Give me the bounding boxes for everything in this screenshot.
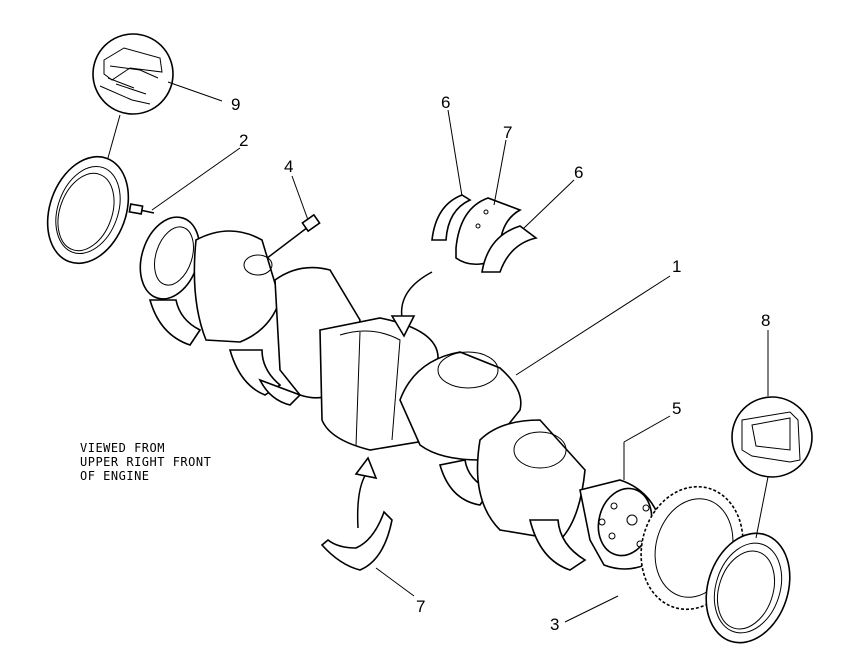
leader-lines [151,81,769,623]
arrow-up [354,456,378,529]
upper-bearing-set [431,194,538,273]
caption-line-3: OF ENGINE [80,469,150,483]
detail-circle-8 [731,396,813,539]
caption-line-2: UPPER RIGHT FRONT [80,455,211,469]
caption-line-1: VIEWED FROM [80,441,165,455]
arrow-down [390,271,433,338]
callout-1: 1 [672,257,681,276]
callout-3: 3 [550,615,559,634]
callout-6-left: 6 [441,93,450,112]
callout-7-top: 7 [503,123,512,142]
callout-6-right: 6 [574,163,583,182]
lower-bearing-7 [320,510,393,571]
callout-5: 5 [672,399,681,418]
crankshaft [139,216,661,571]
view-caption: VIEWED FROM UPPER RIGHT FRONT OF ENGINE [80,441,211,483]
rear-seal-left [46,155,130,265]
dowel-2 [128,203,155,215]
callout-9: 9 [231,95,240,114]
front-seal-right [705,532,791,644]
detail-circle-9 [92,33,174,166]
callout-7-bottom: 7 [416,597,425,616]
callout-2: 2 [239,131,248,150]
callout-4: 4 [284,157,293,176]
callout-8: 8 [761,311,770,330]
callout-labels: 9 2 4 6 7 6 1 8 5 7 3 [231,93,770,634]
